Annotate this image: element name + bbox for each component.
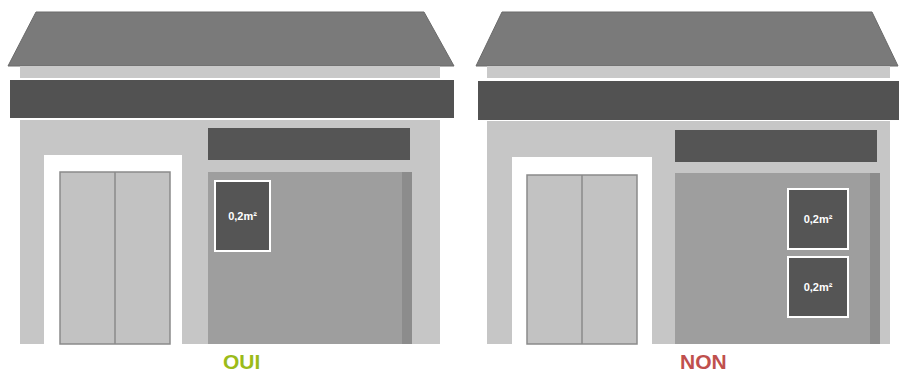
sign-panel: 0,2m² (787, 256, 849, 318)
sign-panel: 0,2m² (787, 188, 849, 250)
window-edge (870, 173, 880, 344)
area-text: 0,2m² (804, 281, 833, 293)
roof-strip (20, 66, 440, 78)
verdict-label: NON (680, 350, 727, 374)
door-split (114, 172, 116, 344)
roof-strip (487, 66, 890, 78)
fascia-band (478, 81, 899, 120)
window-edge (402, 172, 412, 344)
sign-panel: 0,2m² (214, 180, 271, 252)
wall (487, 121, 890, 344)
sign-band (675, 130, 877, 162)
door (60, 172, 170, 344)
fascia-band (10, 80, 454, 118)
shop-window (675, 173, 880, 344)
door (527, 175, 637, 344)
roof (8, 12, 454, 66)
right-shop (476, 12, 899, 344)
shop-window (208, 172, 412, 344)
area-text: 0,2m² (804, 213, 833, 225)
sign-band (208, 128, 410, 160)
wall (20, 120, 440, 344)
verdict-label: OUI (223, 350, 260, 374)
door-split (581, 175, 583, 344)
roof (476, 12, 898, 66)
area-text: 0,2m² (228, 210, 257, 222)
left-shop (8, 12, 454, 344)
door-frame (44, 155, 182, 344)
door-frame (512, 157, 652, 344)
